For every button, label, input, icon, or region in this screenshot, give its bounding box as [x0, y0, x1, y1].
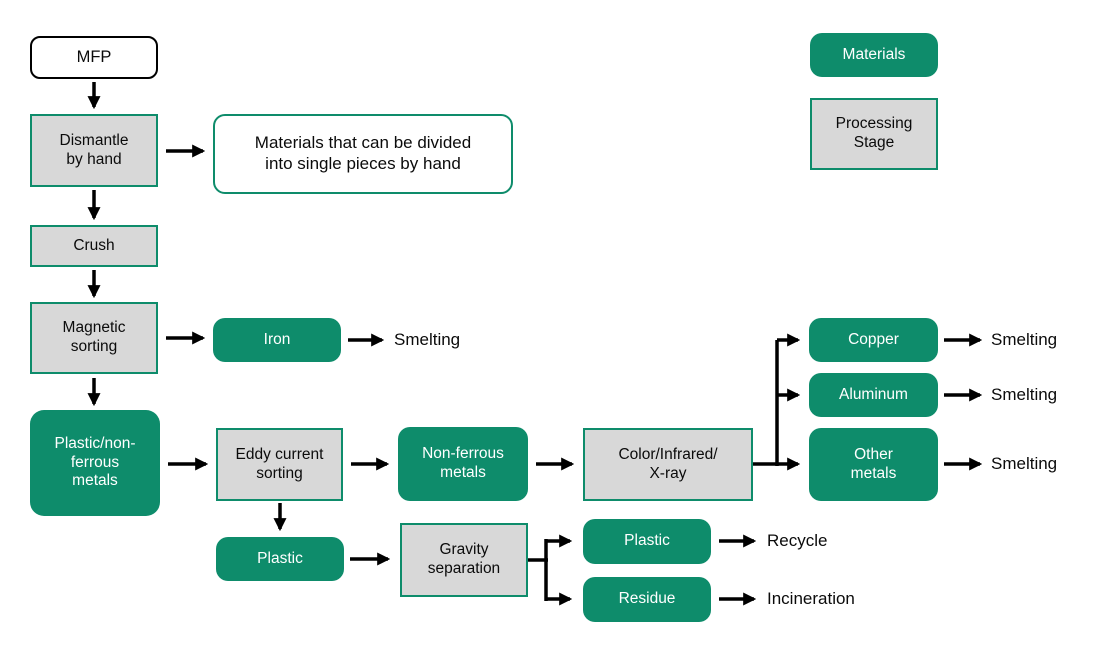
node-aluminum-label: Aluminum — [839, 385, 908, 403]
terminal-smelting-other: Smelting — [991, 454, 1058, 473]
node-note-single-pieces: Materials that can be divided into singl… — [213, 114, 513, 194]
node-mfp: MFP — [30, 36, 158, 79]
node-dismantle-label: Dismantle by hand — [59, 131, 129, 168]
node-other-metals-label: Other metals — [850, 445, 897, 482]
node-note-label: Materials that can be divided into singl… — [254, 133, 472, 173]
node-plastic-sorted-label: Plastic — [257, 549, 303, 567]
node-copper-label: Copper — [848, 330, 899, 348]
node-residue: Residue — [583, 577, 711, 622]
node-aluminum: Aluminum — [809, 373, 938, 417]
node-magnetic-sorting-label: Magnetic sorting — [62, 319, 126, 355]
node-other-metals: Other metals — [809, 428, 938, 501]
terminal-recycle: Recycle — [767, 531, 828, 550]
legend-processing-stage-label: Processing Stage — [835, 115, 913, 151]
node-color-infrared-xray-label: Color/Infrared/ X-ray — [618, 445, 718, 482]
node-residue-label: Residue — [618, 590, 676, 608]
node-plastic-nonferrous-label: Plastic/non- ferrous metals — [54, 434, 136, 490]
node-eddy-current-sorting: Eddy current sorting — [216, 428, 343, 501]
terminal-smelting-iron: Smelting — [394, 330, 461, 349]
terminal-incineration: Incineration — [767, 589, 855, 608]
node-iron: Iron — [213, 318, 341, 362]
node-color-infrared-xray: Color/Infrared/ X-ray — [583, 428, 753, 501]
node-plastic-output-label: Plastic — [624, 532, 670, 550]
node-dismantle-by-hand: Dismantle by hand — [30, 114, 158, 187]
node-magnetic-sorting: Magnetic sorting — [30, 302, 158, 374]
node-copper: Copper — [809, 318, 938, 362]
node-plastic-output: Plastic — [583, 519, 711, 564]
legend-materials-label: Materials — [842, 45, 906, 63]
terminal-smelting-aluminum: Smelting — [991, 385, 1058, 404]
node-crush: Crush — [30, 225, 158, 267]
node-gravity-separation: Gravity separation — [400, 523, 528, 597]
node-mfp-label: MFP — [76, 48, 112, 67]
node-iron-label: Iron — [263, 330, 291, 348]
node-plastic-nonferrous: Plastic/non- ferrous metals — [30, 410, 160, 516]
terminal-smelting-copper: Smelting — [991, 330, 1058, 349]
node-crush-label: Crush — [73, 236, 115, 254]
legend-processing-stage: Processing Stage — [810, 98, 938, 170]
node-nonferrous-metals: Non-ferrous metals — [398, 427, 528, 501]
node-gravity-separation-label: Gravity separation — [427, 541, 501, 577]
node-nonferrous-metals-label: Non-ferrous metals — [422, 445, 504, 481]
node-plastic-sorted: Plastic — [216, 537, 344, 581]
node-eddy-current-label: Eddy current sorting — [235, 445, 324, 482]
legend-materials: Materials — [810, 33, 938, 77]
